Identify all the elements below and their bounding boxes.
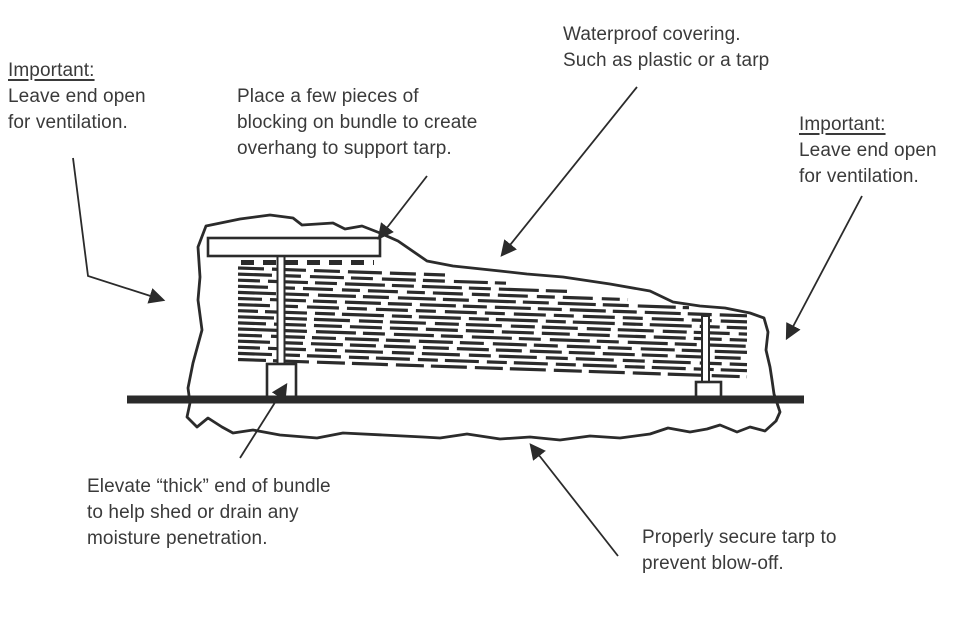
arrow-ventilation-left — [72, 157, 166, 304]
note-line: prevent blow-off. — [642, 553, 784, 574]
support-post-left — [276, 255, 286, 369]
note-line: Waterproof covering. — [563, 24, 741, 45]
arrow-blocking — [377, 175, 428, 240]
note-line: Properly secure tarp to — [642, 527, 837, 548]
lumber-bundle — [237, 266, 748, 379]
note-waterproof: Waterproof covering. Such as plastic or … — [563, 22, 769, 74]
note-line: Place a few pieces of — [237, 86, 419, 107]
arrow-ventilation-right — [785, 195, 863, 341]
overhang-board — [206, 236, 382, 258]
note-line: Leave end open — [799, 140, 937, 161]
note-heading: Important: — [8, 60, 95, 81]
arrow-waterproof — [500, 86, 638, 257]
note-blocking: Place a few pieces of blocking on bundle… — [237, 84, 477, 162]
note-ventilation-left: Important: Leave end open for ventilatio… — [8, 58, 146, 136]
arrow-elevate — [239, 382, 288, 459]
note-line: Elevate “thick” end of bundle — [87, 476, 331, 497]
note-line: Leave end open — [8, 86, 146, 107]
support-post-right — [701, 315, 710, 383]
note-ventilation-right: Important: Leave end open for ventilatio… — [799, 112, 937, 190]
note-line: overhang to support tarp. — [237, 138, 452, 159]
note-secure: Properly secure tarp to prevent blow-off… — [642, 525, 837, 577]
note-heading: Important: — [799, 114, 886, 135]
note-line: for ventilation. — [8, 112, 128, 133]
arrow-secure — [529, 443, 619, 557]
note-elevate: Elevate “thick” end of bundle to help sh… — [87, 474, 331, 552]
note-line: blocking on bundle to create — [237, 112, 478, 133]
note-line: to help shed or drain any — [87, 502, 299, 523]
note-line: for ventilation. — [799, 166, 919, 187]
note-line: Such as plastic or a tarp — [563, 50, 770, 71]
note-line: moisture penetration. — [87, 528, 268, 549]
